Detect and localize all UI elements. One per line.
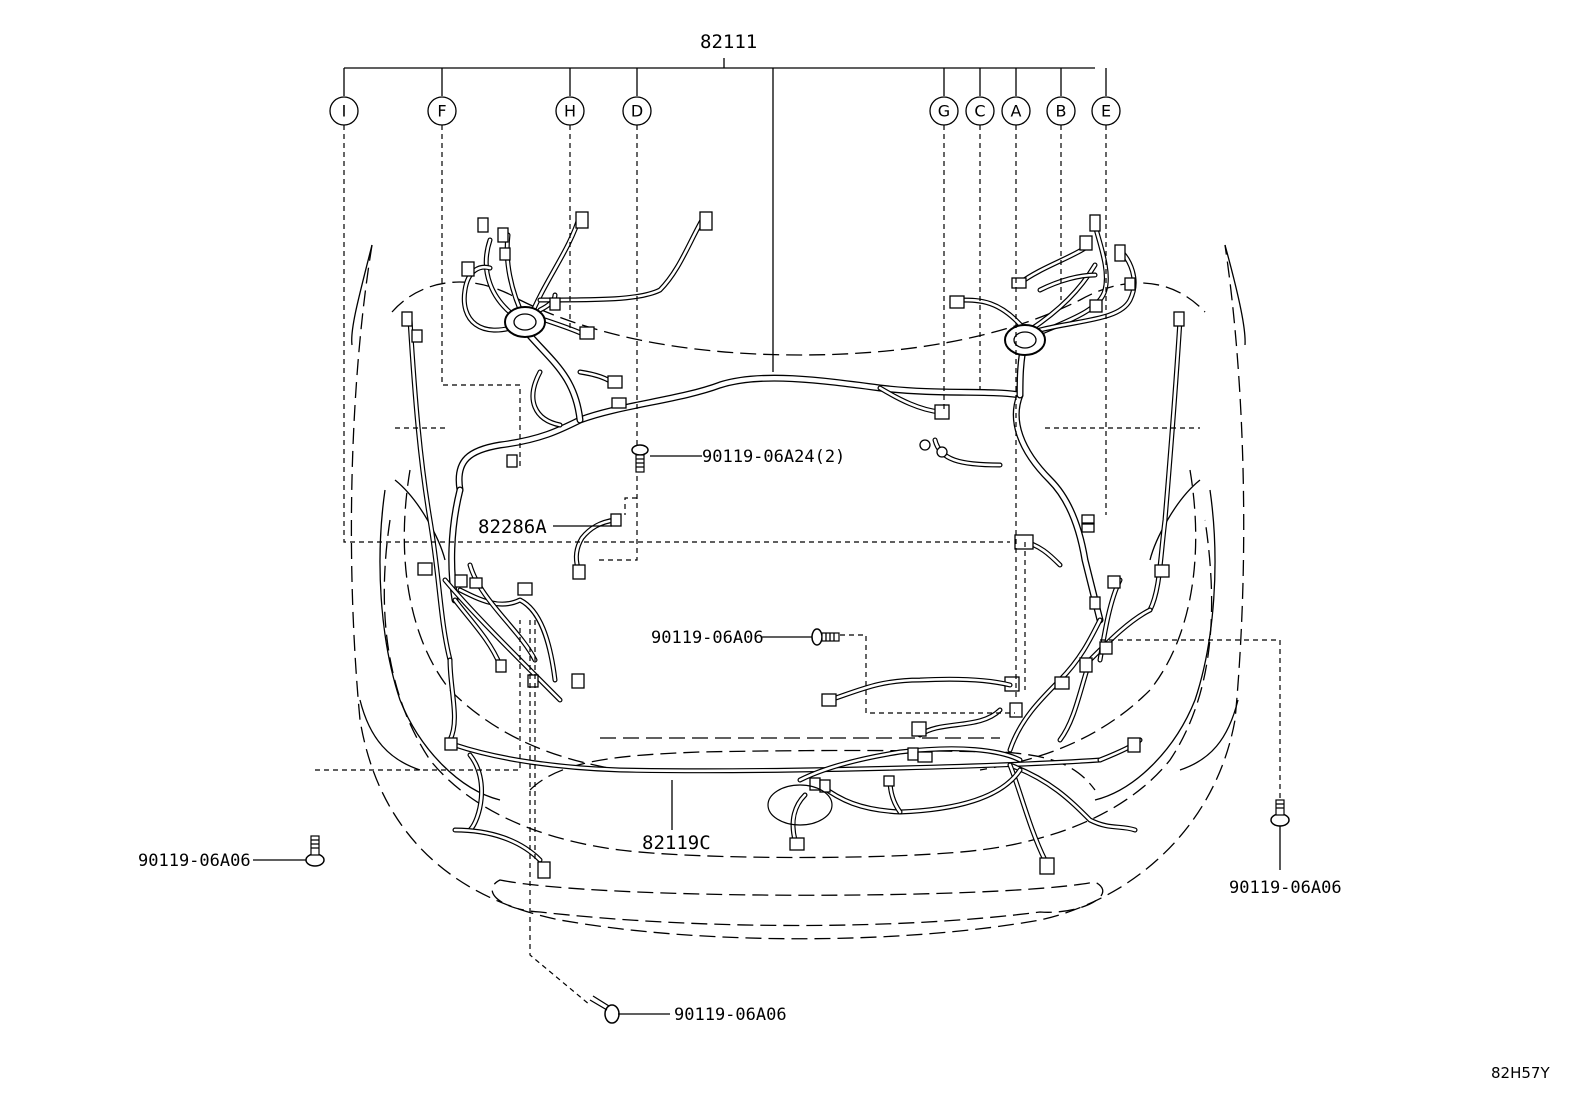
callout-I: I <box>329 96 359 126</box>
callout-label: H <box>564 102 576 121</box>
callout-F: F <box>427 96 457 126</box>
center-lower-wires <box>767 676 1023 851</box>
bolt-bottom-icon <box>589 995 670 1024</box>
part-label-bolt-right: 90119-06A06 <box>1229 878 1342 898</box>
part-label-bolt-center: 90119-06A06 <box>651 628 764 648</box>
callout-leaders <box>315 125 1281 1006</box>
callout-label: E <box>1101 102 1111 121</box>
top-right-connector-cluster <box>919 214 1137 550</box>
main-harness-wires <box>448 326 1104 624</box>
callout-D: D <box>622 96 652 126</box>
callout-A: A <box>1001 96 1031 126</box>
part-label-bolt-a24: 90119-06A24(2) <box>702 447 845 467</box>
callout-G: G <box>929 96 959 126</box>
callout-B: B <box>1046 96 1076 126</box>
callout-label: D <box>631 102 643 121</box>
part-label-engine-room-wire: 82119C <box>642 832 711 854</box>
callout-label: I <box>342 102 347 121</box>
left-side-wires <box>401 311 1103 879</box>
callout-label: C <box>974 102 985 121</box>
callout-bracket <box>343 58 1107 372</box>
bolt-a24-icon <box>631 444 702 473</box>
callout-E: E <box>1091 96 1121 126</box>
part-label-sub-wire: 82286A <box>478 516 547 538</box>
part-label-bolt-left: 90119-06A06 <box>138 851 251 871</box>
callout-label: B <box>1056 102 1067 121</box>
callout-H: H <box>555 96 585 126</box>
bolt-left-icon <box>253 835 325 867</box>
callout-C: C <box>965 96 995 126</box>
part-label-main-harness: 82111 <box>700 31 757 53</box>
callout-label: G <box>938 102 950 121</box>
diagram-code: 82H57Y <box>1491 1064 1550 1082</box>
right-side-wires <box>1004 311 1185 875</box>
bolt-right-icon <box>1270 799 1290 870</box>
callout-label: F <box>437 102 446 121</box>
part-label-bolt-bottom: 90119-06A06 <box>674 1005 787 1025</box>
callout-label: A <box>1011 102 1022 121</box>
top-left-connector-cluster <box>461 211 713 468</box>
bolt-center-icon <box>762 628 840 646</box>
sub-wire-82286A <box>572 513 622 580</box>
